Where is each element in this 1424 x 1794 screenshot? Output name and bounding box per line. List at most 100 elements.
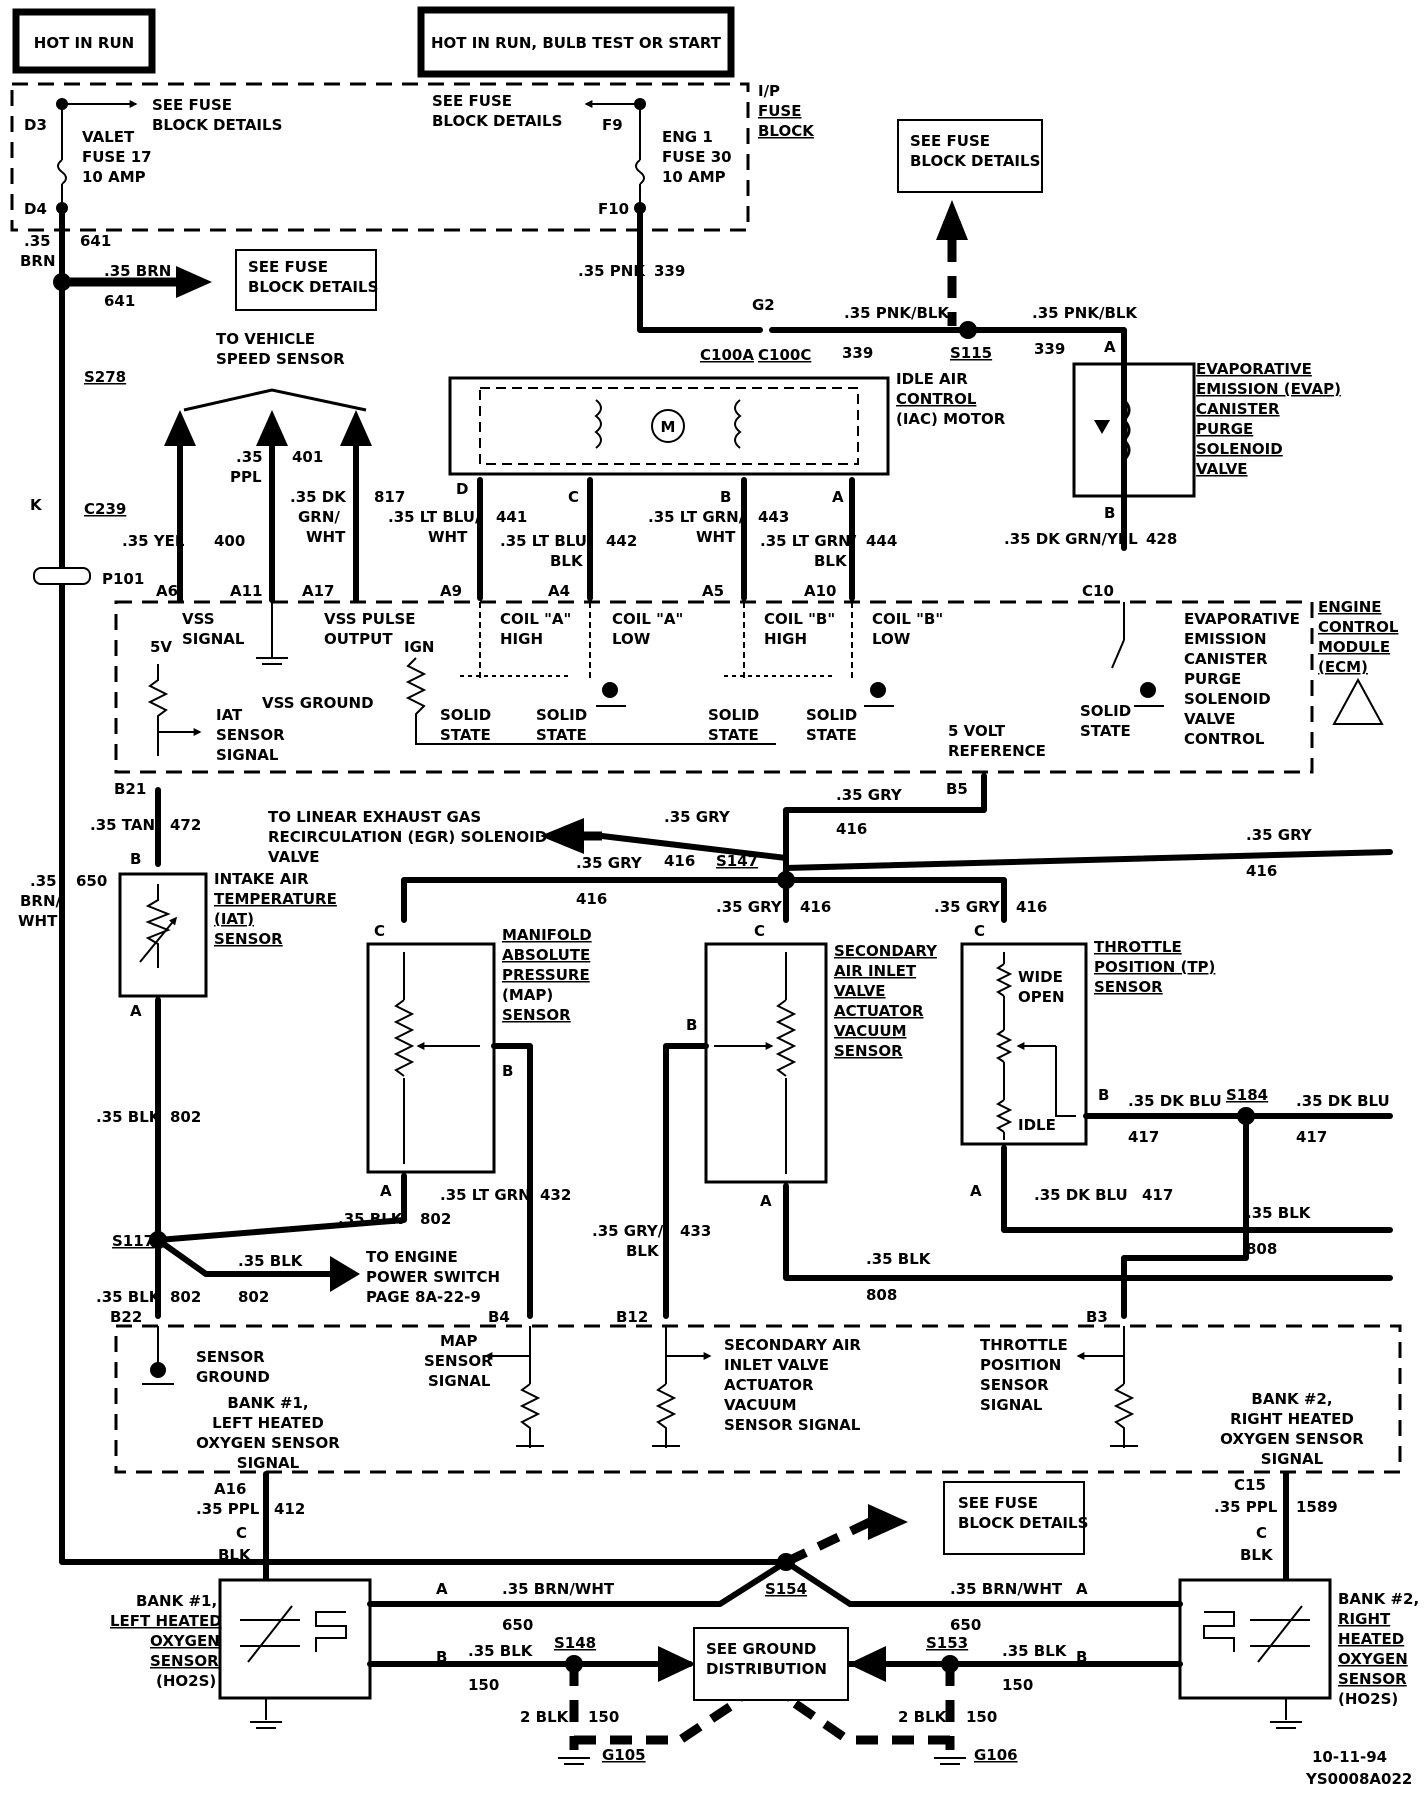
svg-text:.35: .35 [24, 232, 51, 250]
svg-text:808: 808 [1246, 1240, 1277, 1258]
svg-text:BRN/: BRN/ [20, 892, 62, 910]
svg-text:416: 416 [1246, 862, 1277, 880]
svg-text:STATE: STATE [806, 726, 857, 744]
svg-text:A: A [970, 1182, 982, 1200]
svg-text:B: B [686, 1016, 697, 1034]
svg-text:5 VOLT: 5 VOLT [948, 722, 1006, 740]
svg-text:(IAT): (IAT) [214, 910, 254, 928]
throttle-position-sensor: C WIDE OPEN IDLE THROTTLE POSITION (TP) … [960, 922, 1393, 1319]
svg-text:VALVE: VALVE [1184, 710, 1236, 728]
svg-text:BANK #2,: BANK #2, [1251, 1390, 1332, 1408]
svg-text:CONTROL: CONTROL [896, 390, 977, 408]
svg-text:IDLE AIR: IDLE AIR [896, 370, 968, 388]
svg-text:.35 GRY: .35 GRY [716, 898, 783, 916]
svg-text:B22: B22 [110, 1308, 142, 1326]
svg-text:SENSOR: SENSOR [834, 1042, 903, 1060]
svg-text:LOW: LOW [612, 630, 651, 648]
ecm-module: ENGINE CONTROL MODULE (ECM) A6 A11 A17 A… [114, 582, 1399, 798]
svg-text:S148: S148 [554, 1634, 596, 1652]
svg-text:SENSOR: SENSOR [1338, 1670, 1407, 1688]
svg-text:.35 BLK: .35 BLK [238, 1252, 304, 1270]
svg-text:.35: .35 [236, 448, 263, 466]
svg-text:P101: P101 [102, 570, 144, 588]
svg-text:428: 428 [1146, 530, 1177, 548]
svg-text:.35 BRN/WHT: .35 BRN/WHT [950, 1580, 1063, 1598]
svg-text:A11: A11 [230, 582, 262, 600]
svg-text:A: A [1104, 338, 1116, 356]
svg-text:1589: 1589 [1296, 1498, 1338, 1516]
svg-text:STATE: STATE [536, 726, 587, 744]
svg-text:S154: S154 [765, 1580, 807, 1598]
svg-text:802: 802 [170, 1288, 201, 1306]
svg-text:.35 GRY: .35 GRY [836, 786, 903, 804]
svg-text:.35 BLK: .35 BLK [1002, 1642, 1068, 1660]
svg-text:5V: 5V [150, 638, 172, 656]
svg-text:SEE GROUND: SEE GROUND [706, 1640, 816, 1658]
splice-s117: S117 .35 BLK 802 TO ENGINE POWER SWITCH … [96, 1231, 500, 1306]
svg-text:339: 339 [654, 262, 685, 280]
svg-text:GRN/: GRN/ [298, 508, 340, 526]
svg-text:ABSOLUTE: ABSOLUTE [502, 946, 590, 964]
svg-text:802: 802 [170, 1108, 201, 1126]
svg-text:VALVE: VALVE [1196, 460, 1248, 478]
svg-text:G106: G106 [974, 1746, 1018, 1764]
svg-text:S147: S147 [716, 852, 758, 870]
svg-text:.35 PNK/BLK: .35 PNK/BLK [1032, 304, 1138, 322]
svg-text:HOT IN RUN: HOT IN RUN [34, 34, 134, 52]
svg-text:401: 401 [292, 448, 323, 466]
svg-text:SEE FUSE: SEE FUSE [432, 92, 512, 110]
svg-text:808: 808 [866, 1286, 897, 1304]
svg-text:SEE FUSE: SEE FUSE [152, 96, 232, 114]
svg-text:.35 BLK: .35 BLK [468, 1642, 534, 1660]
svg-text:GROUND: GROUND [196, 1368, 270, 1386]
svg-text:.35: .35 [30, 872, 57, 890]
svg-text:.35 PNK/BLK: .35 PNK/BLK [844, 304, 950, 322]
svg-text:.35 DK GRN/YEL: .35 DK GRN/YEL [1004, 530, 1138, 548]
svg-text:TO ENGINE: TO ENGINE [366, 1248, 458, 1266]
svg-text:650: 650 [950, 1616, 981, 1634]
svg-text:COIL "B": COIL "B" [872, 610, 943, 628]
svg-text:.35 TAN: .35 TAN [90, 816, 155, 834]
svg-text:(MAP): (MAP) [502, 986, 553, 1004]
svg-text:SENSOR: SENSOR [502, 1006, 571, 1024]
svg-text:C100A: C100A [700, 346, 754, 364]
svg-text:VSS: VSS [182, 610, 215, 628]
svg-text:641: 641 [80, 232, 111, 250]
svg-text:(HO2S): (HO2S) [156, 1672, 216, 1690]
svg-text:433: 433 [680, 1222, 711, 1240]
svg-text:412: 412 [274, 1500, 305, 1518]
svg-text:A: A [436, 1580, 448, 1598]
svg-text:SOLID: SOLID [708, 706, 759, 724]
svg-text:DISTRIBUTION: DISTRIBUTION [706, 1660, 827, 1678]
svg-text:OXYGEN: OXYGEN [1338, 1650, 1408, 1668]
svg-text:STATE: STATE [1080, 722, 1131, 740]
wire-641-brn: .35 BRN 641 .35 BRN 641 S278 K C239 P101 [20, 207, 212, 1553]
svg-text:.35 GRY/: .35 GRY/ [592, 1222, 664, 1240]
svg-text:VALET: VALET [82, 128, 135, 146]
hot-in-run-box: HOT IN RUN [12, 8, 156, 74]
svg-text:SIGNAL: SIGNAL [428, 1372, 491, 1390]
svg-text:416: 416 [664, 852, 695, 870]
svg-text:A10: A10 [804, 582, 836, 600]
svg-text:SOLID: SOLID [1080, 702, 1131, 720]
svg-text:RIGHT: RIGHT [1338, 1610, 1391, 1628]
svg-text:472: 472 [170, 816, 201, 834]
svg-text:.35 BRN: .35 BRN [104, 262, 171, 280]
svg-text:C100C: C100C [758, 346, 811, 364]
svg-text:B21: B21 [114, 780, 146, 798]
svg-text:417: 417 [1142, 1186, 1173, 1204]
see-fuse-box-top: SEE FUSE BLOCK DETAILS [897, 119, 1043, 326]
svg-text:MANIFOLD: MANIFOLD [502, 926, 592, 944]
svg-text:.35 LT BLU/: .35 LT BLU/ [500, 532, 593, 550]
svg-text:G105: G105 [602, 1746, 646, 1764]
svg-text:ENG 1: ENG 1 [662, 128, 713, 146]
svg-text:F10: F10 [598, 200, 629, 218]
svg-text:C239: C239 [84, 500, 126, 518]
svg-text:COIL "A": COIL "A" [612, 610, 683, 628]
svg-text:SOLENOID: SOLENOID [1196, 440, 1283, 458]
svg-text:LEFT HEATED: LEFT HEATED [212, 1414, 324, 1432]
svg-text:S115: S115 [950, 344, 992, 362]
svg-text:S278: S278 [84, 368, 126, 386]
svg-text:.35 BLK: .35 BLK [96, 1288, 162, 1306]
svg-text:C: C [1256, 1524, 1267, 1542]
